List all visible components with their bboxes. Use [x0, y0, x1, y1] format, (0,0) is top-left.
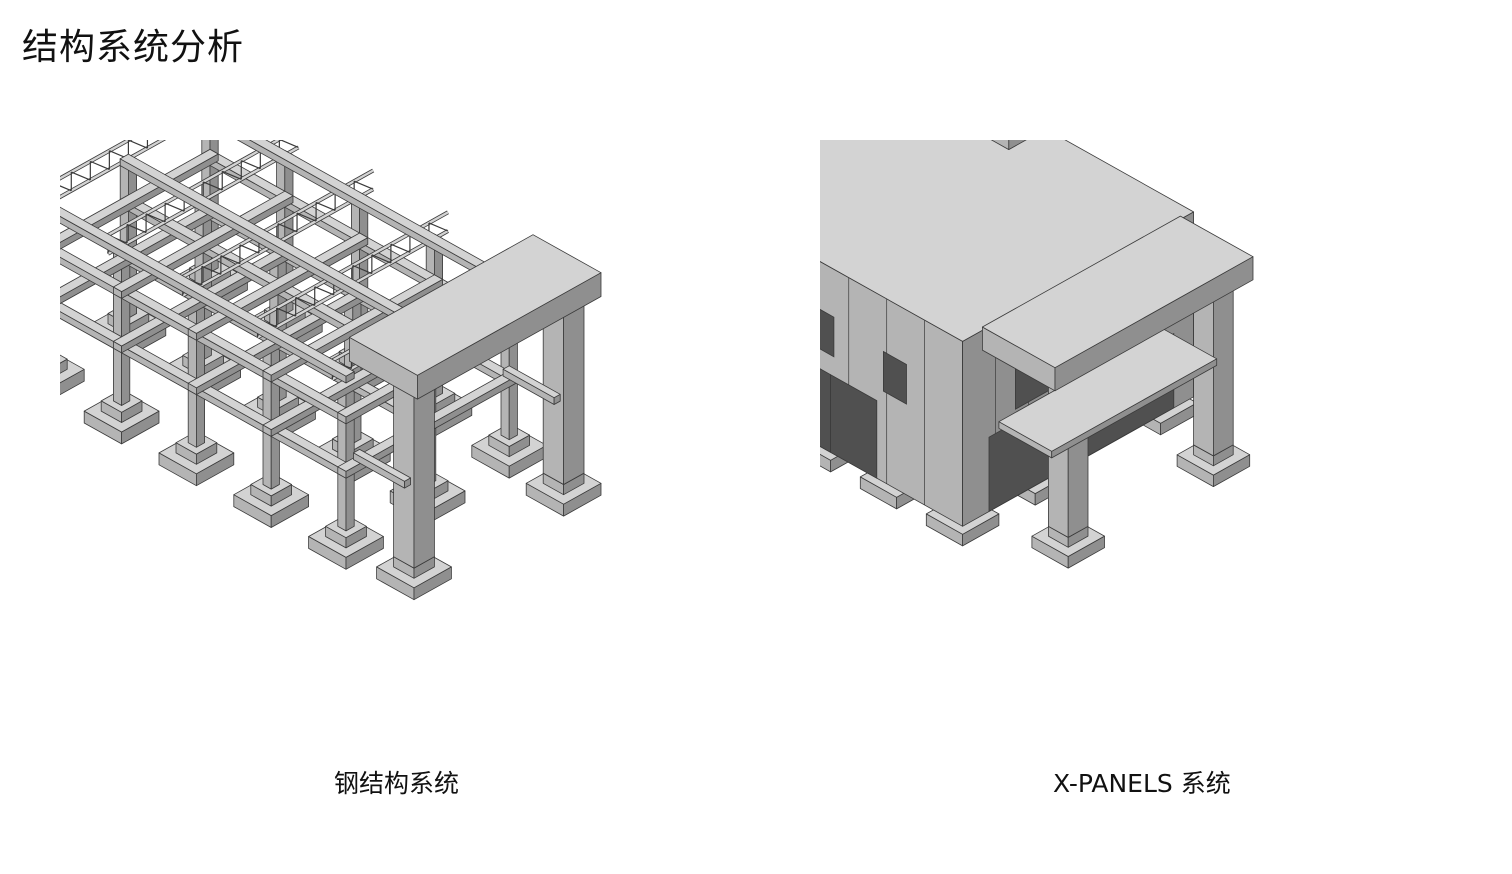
truss-web	[371, 254, 392, 264]
box-right-face	[1212, 279, 1234, 457]
x-panels-figure	[820, 140, 1480, 700]
truss-web	[222, 170, 242, 180]
truss-web	[296, 212, 317, 222]
portal-link-beam	[353, 448, 412, 489]
box-top-face	[60, 148, 219, 243]
box-top-face	[820, 140, 1195, 342]
footing-pedestal	[60, 354, 68, 374]
truss-web	[390, 243, 411, 253]
box-right-face	[413, 376, 435, 569]
steel-structure-figure	[60, 140, 720, 700]
truss-web	[202, 181, 223, 191]
steel-structure-caption: 钢结构系统	[334, 769, 460, 798]
truss-web	[145, 213, 166, 223]
box-right-face	[345, 371, 355, 532]
box-right-face	[195, 287, 206, 448]
steel-beam-y	[60, 148, 219, 250]
steel-footing	[60, 354, 85, 396]
truss-web	[71, 171, 91, 181]
truss-web	[276, 307, 296, 317]
truss-web	[428, 222, 449, 232]
panel-upper-block	[990, 140, 1027, 151]
truss-web	[352, 264, 373, 275]
truss-web	[277, 223, 298, 233]
box-right-face	[563, 292, 585, 485]
window-opening	[820, 308, 835, 358]
truss-web	[220, 255, 241, 265]
box-top-face	[502, 365, 561, 399]
portal-link-beam	[502, 365, 561, 405]
truss-web	[279, 140, 299, 148]
truss-web	[126, 223, 147, 234]
box-right-face	[121, 245, 131, 406]
box-top-face	[998, 328, 1218, 452]
truss-web	[241, 160, 261, 170]
box-top-face	[60, 206, 355, 377]
box-top-face	[348, 234, 602, 376]
steel-top-beam	[60, 206, 355, 384]
window-opening	[883, 350, 907, 405]
page-title: 结构系统分析	[22, 27, 245, 68]
x-panels-drawing	[820, 140, 1254, 569]
truss-web	[315, 201, 336, 212]
box-right-face	[60, 358, 68, 374]
box-right-face	[1008, 140, 1027, 151]
box-right-face	[270, 329, 280, 490]
truss-web	[314, 286, 334, 296]
canopy-roof-slab	[981, 215, 1254, 392]
x-panels-caption: X-PANELS 系统	[1053, 769, 1231, 798]
truss-web	[239, 244, 260, 254]
ground-opening	[830, 374, 878, 479]
truss-web	[295, 296, 315, 307]
box-top-face	[353, 448, 412, 482]
truss-web	[201, 265, 222, 275]
box-top-face	[981, 215, 1254, 369]
box-right-face	[60, 368, 85, 396]
truss-web	[164, 202, 185, 212]
box-top-face	[60, 354, 68, 364]
canopy-mid-slab	[998, 328, 1218, 459]
truss-web	[90, 160, 110, 170]
truss-web	[353, 180, 374, 190]
steel-footing	[233, 472, 310, 528]
footing-base	[60, 355, 85, 396]
truss-web	[128, 140, 148, 149]
steel-structure-drawing	[60, 140, 602, 601]
steel-footing	[158, 430, 235, 487]
truss-web	[60, 185, 72, 192]
portal-roof-slab	[348, 234, 602, 400]
